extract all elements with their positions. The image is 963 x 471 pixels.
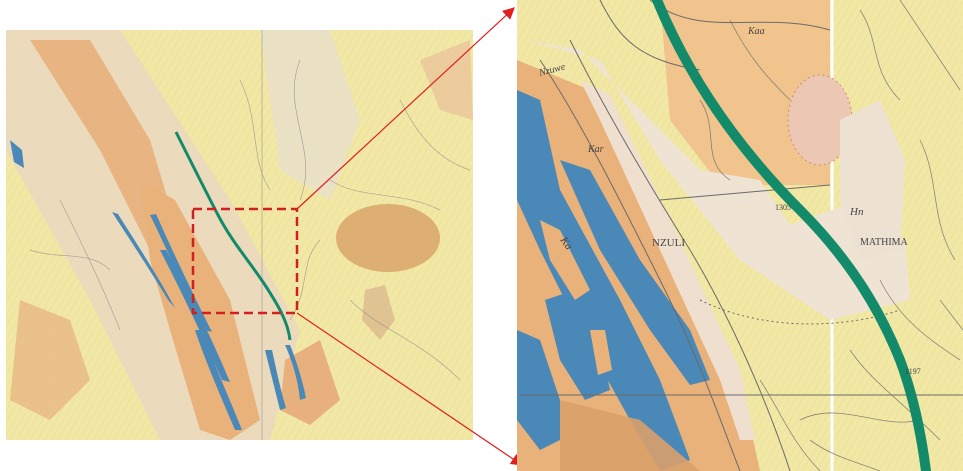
inset-orange-upper (660, 0, 830, 185)
inset-pale-stripe (580, 80, 755, 440)
label-nzuli: NZULI (652, 237, 685, 249)
inset-blue-unit-3 (545, 290, 610, 400)
pale-belt-north (260, 30, 360, 200)
spot-height-b: 1197 (905, 367, 921, 376)
inset-lens-2 (590, 330, 612, 375)
inset-brown-patch (560, 400, 700, 471)
inset-lens-1 (540, 220, 590, 300)
inset-pale-band (525, 40, 910, 320)
connector-top-arrow (296, 7, 515, 210)
blue-unit-2 (150, 214, 212, 332)
spot-height-a: 1305 (775, 203, 791, 212)
basin (336, 204, 440, 272)
blue-unit-4 (195, 330, 242, 430)
label-mathima: MATHIMA (860, 237, 909, 248)
orange-unit-ne (420, 40, 473, 120)
overview-drainage (29, 30, 471, 440)
blue-unit-6 (265, 350, 286, 410)
blue-unit-5 (10, 140, 24, 168)
label-unit-c: Kar (587, 144, 604, 155)
blue-unit-1 (112, 212, 175, 308)
hill-unit (362, 285, 395, 340)
route-line-inset (652, 0, 931, 471)
connector-bottom-arrow (296, 312, 523, 466)
inset-blue-unit-4 (517, 330, 560, 450)
blue-unit-7 (285, 345, 306, 400)
label-unit-b: Hn (849, 206, 864, 218)
blue-unit-3 (160, 250, 230, 382)
label-unit-d: Kaa (747, 26, 765, 37)
orange-unit-sw (10, 300, 90, 420)
zoom-box (191, 207, 299, 315)
route-line-overview (174, 131, 292, 341)
overview-map (6, 30, 473, 440)
inset-map: NZULI MATHIMA Nzuwe Ka Hn Kar Kaa 1305 1… (517, 0, 963, 471)
inset-pale-east (840, 100, 905, 260)
inset-drainage (699, 0, 963, 471)
inset-blue-unit-2 (560, 160, 710, 385)
inset-blue-unit-main (517, 90, 690, 471)
